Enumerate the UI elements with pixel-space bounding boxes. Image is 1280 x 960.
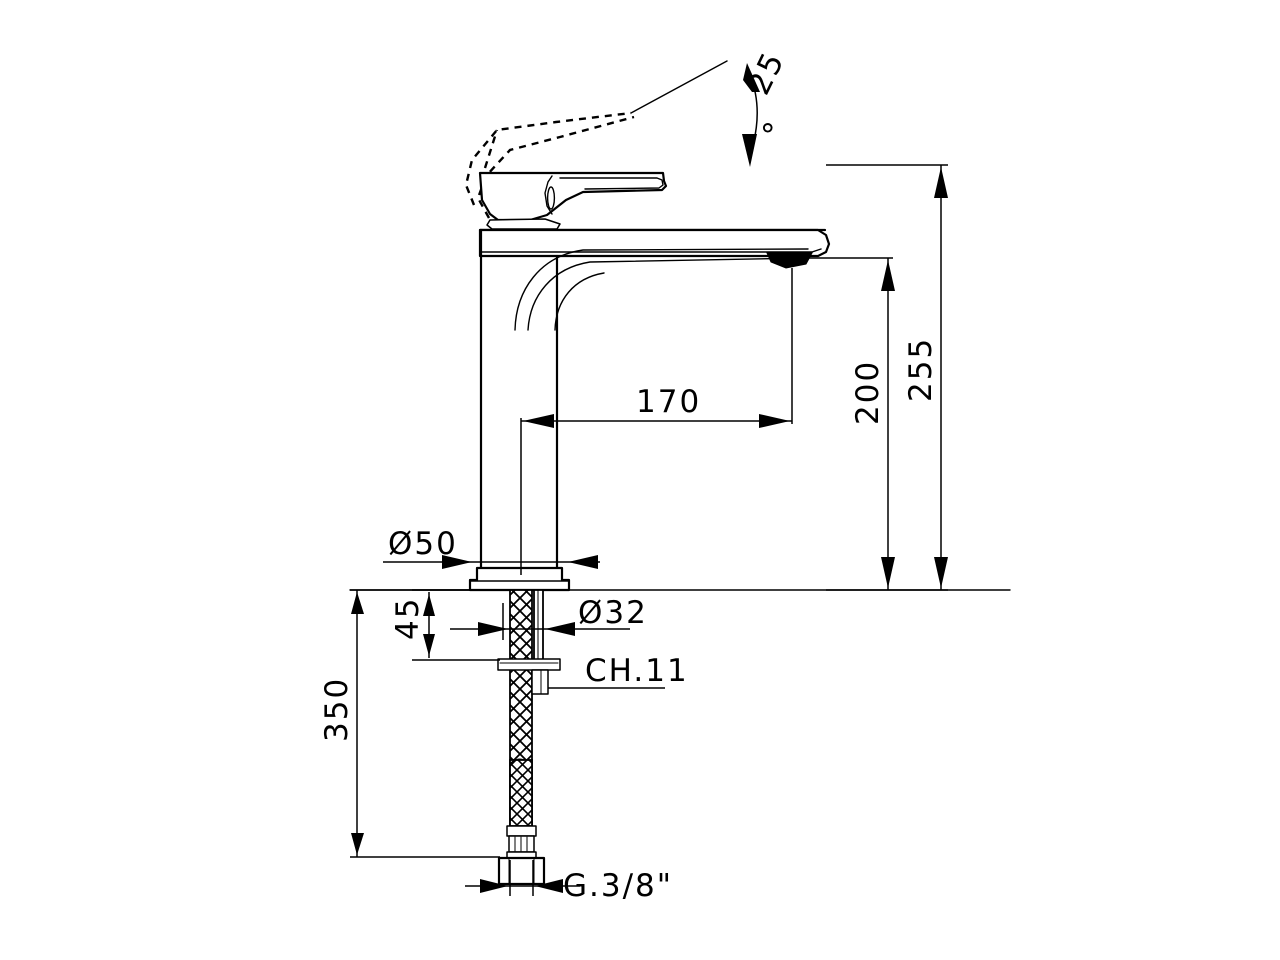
dim-lever-angle: 25 °	[741, 46, 792, 167]
spout-body	[478, 228, 831, 258]
lever-open-position-ghost	[464, 111, 635, 219]
dim-inlet-thread: G.3/8"	[465, 860, 673, 904]
hose-ferrule	[506, 825, 537, 859]
inner-waterway-curves	[514, 248, 809, 331]
dim-label-worktop-thickness: 45	[390, 597, 426, 640]
dim-label-lever-angle: 25	[741, 46, 792, 101]
dim-label-hose-length: 350	[319, 677, 355, 742]
lever-handle	[478, 171, 668, 230]
faucet-column	[479, 228, 559, 572]
inlet-connector-nut	[497, 856, 546, 886]
dim-spout-reach: 170	[520, 268, 793, 575]
flexible-hose	[509, 758, 533, 827]
dim-spanner-size: CH.11	[548, 653, 689, 689]
aerator-outlet	[766, 252, 813, 269]
dim-label-shank-diameter: Ø32	[578, 595, 648, 631]
dim-overall-height: 255	[826, 164, 948, 591]
dim-label-spout-reach: 170	[636, 384, 701, 420]
dim-label-spanner-size: CH.11	[585, 653, 689, 689]
angle-leader-line	[630, 60, 728, 114]
dim-label-base-diameter: Ø50	[388, 526, 458, 562]
base-escutcheon	[468, 566, 571, 592]
dim-base-diameter: Ø50	[383, 526, 600, 569]
ch11-nut	[497, 658, 561, 695]
dim-label-overall-height: 255	[903, 337, 939, 402]
dim-hose-length: 350	[319, 589, 500, 858]
faucet-geometry	[349, 60, 1011, 886]
dim-shank-diameter: Ø32	[450, 595, 648, 640]
dimension-annotations: 25 ° 255 200 170	[319, 46, 948, 904]
dim-label-spout-height: 200	[850, 360, 886, 425]
degree-symbol: °	[760, 118, 778, 154]
dim-label-inlet-thread: G.3/8"	[563, 868, 673, 904]
dim-spout-height: 200	[792, 257, 895, 590]
